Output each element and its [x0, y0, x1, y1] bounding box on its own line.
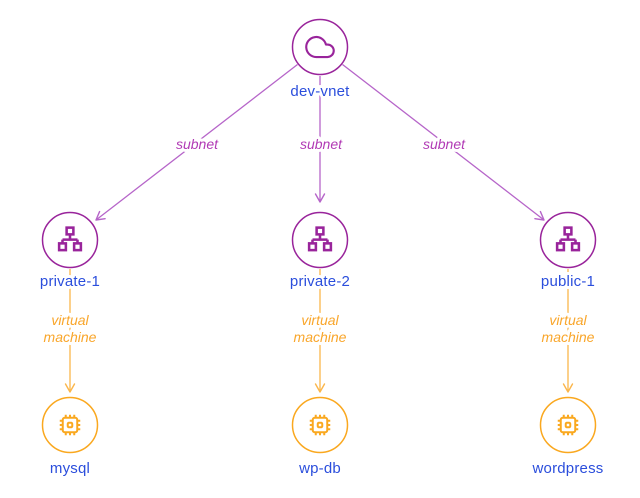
node-label-mysql: mysql — [50, 460, 90, 477]
node-private-1 — [41, 211, 99, 269]
edge-devvnet-public1 — [342, 63, 545, 221]
edges — [64, 63, 574, 393]
node-label-wp-db: wp-db — [298, 460, 341, 477]
node-label-private-1: private-1 — [40, 273, 100, 290]
node-label-public-1: public-1 — [541, 273, 595, 290]
node-dev-vnet — [291, 18, 349, 76]
edge-label-subnet-2: subnet — [300, 136, 343, 152]
node-label-private-2: private-2 — [290, 273, 350, 290]
edge-label-subnet-3: subnet — [423, 136, 466, 152]
node-label-wordpress: wordpress — [532, 460, 604, 477]
edge-label-vm-3-line1: virtual — [549, 312, 587, 328]
edge-label-vm-3-line2: machine — [542, 329, 595, 345]
node-circle — [291, 396, 349, 454]
node-wp-db — [291, 396, 349, 454]
node-label-dev-vnet: dev-vnet — [290, 83, 350, 100]
edge-label-vm-1-line2: machine — [44, 329, 97, 345]
edge-label-vm-1-line1: virtual — [51, 312, 89, 328]
node-circle — [41, 396, 99, 454]
edge-label-vm-2-line2: machine — [294, 329, 347, 345]
node-circle — [291, 18, 349, 76]
node-circle — [539, 396, 597, 454]
node-wordpress — [539, 396, 597, 454]
node-public-1 — [539, 211, 597, 269]
node-mysql — [41, 396, 99, 454]
labels: dev-vnet subnet subnet subnet private-1 … — [37, 80, 606, 480]
edge-devvnet-private1 — [95, 63, 298, 221]
edge-label-vm-2-line1: virtual — [301, 312, 339, 328]
node-private-2 — [291, 211, 349, 269]
edge-label-subnet-1: subnet — [176, 136, 219, 152]
